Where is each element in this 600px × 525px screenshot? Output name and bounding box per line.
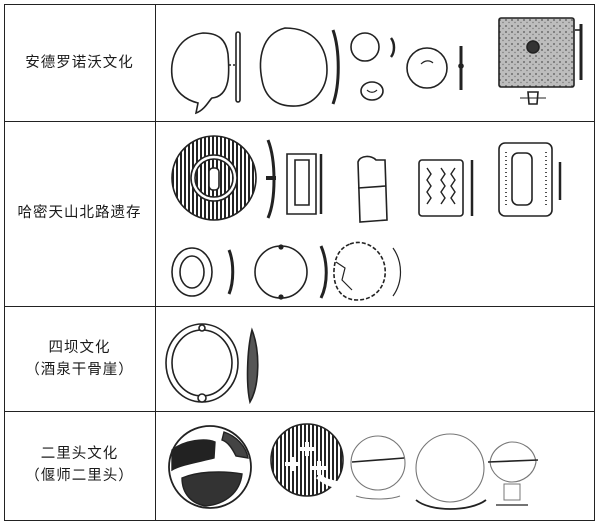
hami-artifacts (171, 135, 562, 301)
culture-name: 二里头文化 (40, 446, 119, 462)
row-divider-2 (4, 306, 595, 307)
mirror-outline (254, 245, 308, 299)
tab-plaque (286, 153, 317, 215)
decorated-plaque (418, 159, 464, 217)
culture-name: 哈密天山北路遗存 (17, 205, 142, 221)
mirror-outline (406, 47, 448, 89)
row-label-hami: 哈密天山北路遗存 (6, 202, 153, 224)
row-label-erlitou: 二里头文化 （偃师二里头） (6, 443, 153, 487)
erlitou-artifacts (168, 423, 539, 510)
comparison-table (4, 4, 595, 521)
andronovo-artifacts (170, 17, 583, 115)
row-label-andronovo: 安德罗诺沃文化 (6, 52, 153, 74)
mirror-profile (235, 31, 241, 103)
mirror-outline (415, 433, 485, 503)
ring-mirror (165, 323, 239, 403)
rectangular-plaque (357, 155, 388, 223)
mirror-outline (489, 441, 537, 483)
mirror-profile (246, 327, 259, 405)
site-name: （酒泉干骨崖） (25, 362, 134, 378)
row-divider-3 (4, 411, 595, 412)
mirror-outline (360, 81, 384, 101)
mirror-outline (350, 435, 406, 491)
column-divider (155, 4, 156, 521)
culture-name: 安德罗诺沃文化 (25, 55, 134, 71)
ring-mirror (171, 247, 213, 297)
framed-plaque (498, 142, 553, 217)
site-name: （偃师二里头） (25, 468, 134, 484)
mirror-profile (331, 29, 340, 105)
row-label-siba: 四坝文化 （酒泉干骨崖） (6, 337, 153, 381)
mirror-outline (170, 32, 230, 115)
row-divider-1 (4, 121, 595, 122)
culture-name: 四坝文化 (48, 340, 111, 356)
siba-artifacts (165, 323, 259, 405)
broken-mirror (333, 241, 386, 301)
artifact-drawings (165, 17, 583, 510)
mirror-outline (259, 27, 328, 107)
mirror-outline (350, 32, 380, 62)
